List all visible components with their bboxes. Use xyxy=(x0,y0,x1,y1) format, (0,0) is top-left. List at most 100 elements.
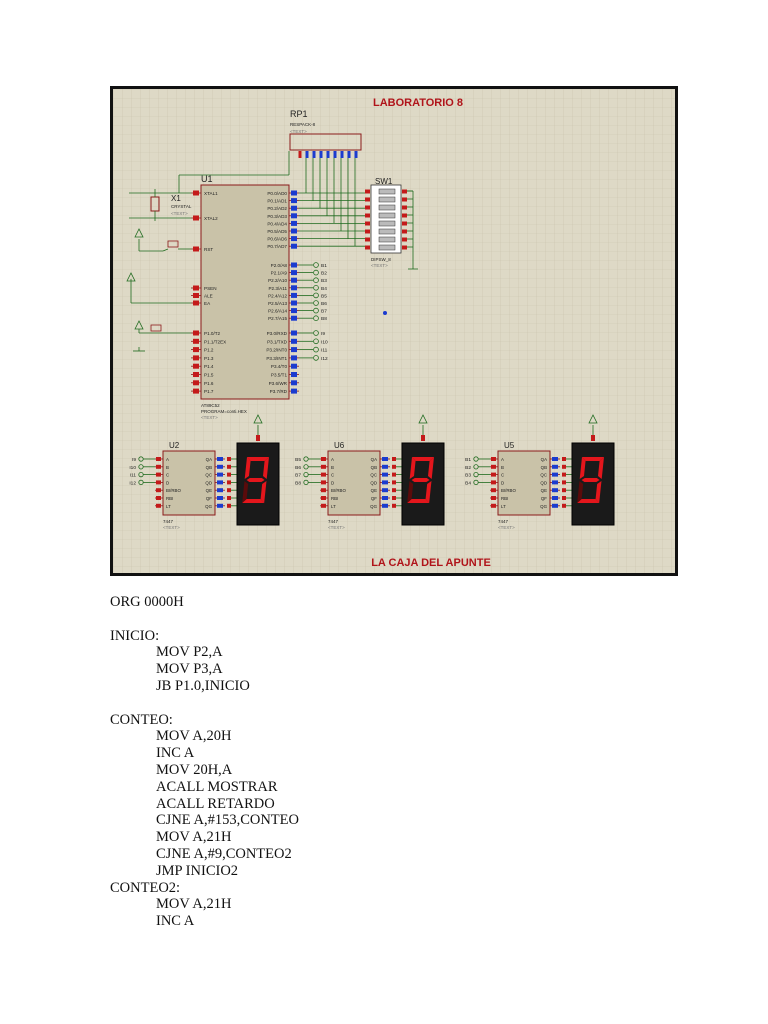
decoder-pin xyxy=(382,496,388,500)
decoder-pin xyxy=(321,457,326,461)
u1-pin-label: P0.7/AD7 xyxy=(267,244,287,249)
decoder-u5: U57447<TEXT>AB1BB2CB3DB4BI/RBORBILTQAQBQ… xyxy=(465,414,615,530)
code-blank-line xyxy=(110,611,299,628)
decoder-pin xyxy=(217,488,223,493)
decoder-pin xyxy=(156,488,161,493)
svg-text:U1: U1 xyxy=(201,174,213,184)
decoder-u2: U27447<TEXT>AI9BI10CI11DI12BI/RBORBILTQA… xyxy=(129,414,280,530)
u1-pin xyxy=(291,236,297,242)
decoder-pin xyxy=(491,472,496,477)
dip-switch-lever xyxy=(378,204,396,211)
sw1-pin xyxy=(365,229,370,234)
decoder-pin xyxy=(156,503,161,508)
u1-pin-label: P1.5 xyxy=(204,373,214,378)
net-label: B1 xyxy=(321,263,327,269)
segment-f xyxy=(409,457,416,479)
decoder-pin xyxy=(382,464,388,469)
u1-pin xyxy=(291,220,297,226)
power-arrow xyxy=(126,272,136,282)
decoder-pin-label: QF xyxy=(206,496,212,501)
sw1-pin xyxy=(402,237,407,242)
u1-pin xyxy=(193,300,199,306)
u1-pin-label: P0.4/AD4 xyxy=(267,221,287,226)
u1-pin xyxy=(291,363,297,369)
seven-segment-display xyxy=(401,442,445,526)
decoder-pin xyxy=(321,464,326,469)
decoder-pin xyxy=(552,503,558,508)
decoder-pin xyxy=(156,496,161,500)
decoder-pin-label: RBI xyxy=(166,496,173,501)
net-terminal xyxy=(303,456,309,462)
segment-a xyxy=(412,457,434,461)
code-label: CONTEO2: xyxy=(110,879,181,896)
svg-text:RP1: RP1 xyxy=(290,109,308,119)
common-pin xyxy=(421,435,425,441)
net-terminal xyxy=(313,285,319,291)
rp1-pin xyxy=(333,151,337,158)
power-arrow xyxy=(253,414,263,424)
decoder-pin xyxy=(217,480,223,485)
decoder-pin-label: QF xyxy=(541,496,547,501)
code-blank-line xyxy=(110,695,299,712)
sw1-pin xyxy=(402,205,407,210)
net-label: I10 xyxy=(129,465,136,471)
u1-pin-label: EA xyxy=(204,301,211,306)
push-button xyxy=(150,324,162,332)
u1-pin-label: P2.3/A11 xyxy=(268,286,287,291)
segment-c xyxy=(260,481,267,503)
u1-pin xyxy=(291,347,297,353)
decoder-pin-label: QC xyxy=(540,473,547,478)
code-label: CONTEO: xyxy=(110,711,173,728)
decoder-pin xyxy=(491,488,496,493)
decoder-pin xyxy=(382,472,388,477)
code-instruction: MOV A,20H xyxy=(156,728,232,745)
decoder-pin xyxy=(491,503,496,508)
u1-pin-label: P3.4/T0 xyxy=(271,364,288,369)
svg-text:SW1: SW1 xyxy=(375,177,393,186)
decoder-pin-label: BI/RBO xyxy=(501,488,516,493)
net-terminal xyxy=(313,300,319,306)
u1-pin xyxy=(193,285,199,291)
svg-text:<TEXT>: <TEXT> xyxy=(290,129,307,134)
u1-pin xyxy=(291,292,297,298)
common-pin xyxy=(256,435,260,441)
rp1-pin xyxy=(340,151,344,158)
decoder-pin xyxy=(562,488,566,493)
u1-pin xyxy=(291,388,297,394)
decoder-pin-label: B xyxy=(331,465,334,470)
svg-text:<TEXT>: <TEXT> xyxy=(163,525,180,530)
decoder-pin-label: QB xyxy=(541,465,547,470)
segment-g xyxy=(246,478,265,482)
decoder-pin-label: QD xyxy=(370,480,377,485)
dip-switch-lever xyxy=(378,196,396,203)
decoder-pin xyxy=(491,464,496,469)
net-label: B6 xyxy=(295,465,301,471)
decoder-pin xyxy=(156,472,161,477)
decoder-pin xyxy=(562,464,566,469)
net-terminal xyxy=(303,471,309,478)
digit-9 xyxy=(577,457,604,503)
decoder-pin xyxy=(392,457,396,461)
decoder-pin xyxy=(382,488,388,493)
u1-pin xyxy=(193,330,199,336)
u1-pin xyxy=(291,355,297,361)
net-label: B5 xyxy=(321,293,327,299)
u1-pin xyxy=(291,338,297,344)
decoder-pin xyxy=(217,496,223,500)
u1-pin-label: P1.7 xyxy=(204,389,214,394)
u1-pin-label: P1.1/T2EX xyxy=(204,339,226,344)
net-label: B8 xyxy=(321,316,327,322)
segment-e xyxy=(407,481,414,503)
sw1-pin xyxy=(402,213,407,218)
schematic-footer: LA CAJA DEL APUNTE xyxy=(371,557,491,569)
decoder-pin xyxy=(321,472,326,477)
dip-switch-lever xyxy=(378,212,396,219)
decoder-pin xyxy=(227,457,231,461)
svg-text:U5: U5 xyxy=(504,441,515,450)
net-label: B1 xyxy=(465,457,471,463)
u1-pin xyxy=(193,355,199,361)
segment-f xyxy=(579,457,586,479)
svg-text:CRYSTAL: CRYSTAL xyxy=(171,204,192,209)
decoder-pin xyxy=(392,496,396,500)
segment-g xyxy=(411,478,430,482)
